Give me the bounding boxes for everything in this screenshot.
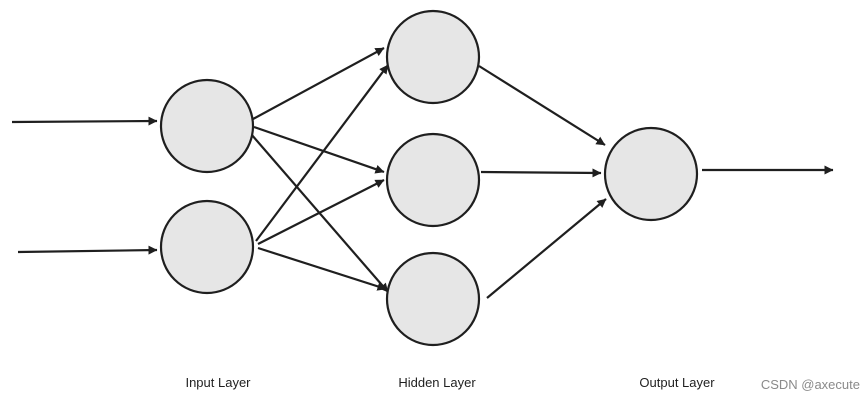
edge-h1-o1 [478, 65, 606, 146]
input-node-1 [159, 78, 255, 174]
hidden-node-1 [385, 9, 481, 105]
hidden-layer-label: Hidden Layer [398, 375, 476, 390]
input-layer-label: Input Layer [185, 375, 251, 390]
hidden-output-connections [478, 65, 607, 299]
output-layer [603, 126, 699, 222]
edge-h2-o1 [480, 168, 602, 178]
input-arrows [11, 116, 158, 255]
edge-h3-o1 [486, 198, 607, 299]
hidden-node-3 [385, 251, 481, 347]
input-node-2 [159, 199, 255, 295]
input-layer [159, 78, 255, 295]
edge-i1-h1 [252, 47, 385, 120]
output-node-1 [603, 126, 699, 222]
input-arrow-1 [11, 116, 158, 126]
edge-i1-h2 [253, 125, 385, 174]
input-arrow-2 [17, 245, 158, 255]
edge-i2-h1 [255, 64, 389, 242]
hidden-layer [385, 9, 481, 347]
hidden-node-2 [385, 132, 481, 228]
output-layer-label: Output Layer [639, 375, 715, 390]
edge-i2-h2 [257, 179, 385, 245]
watermark: CSDN @axecute [761, 377, 860, 392]
edge-i2-h3 [257, 246, 387, 291]
input-hidden-connections [250, 47, 389, 293]
